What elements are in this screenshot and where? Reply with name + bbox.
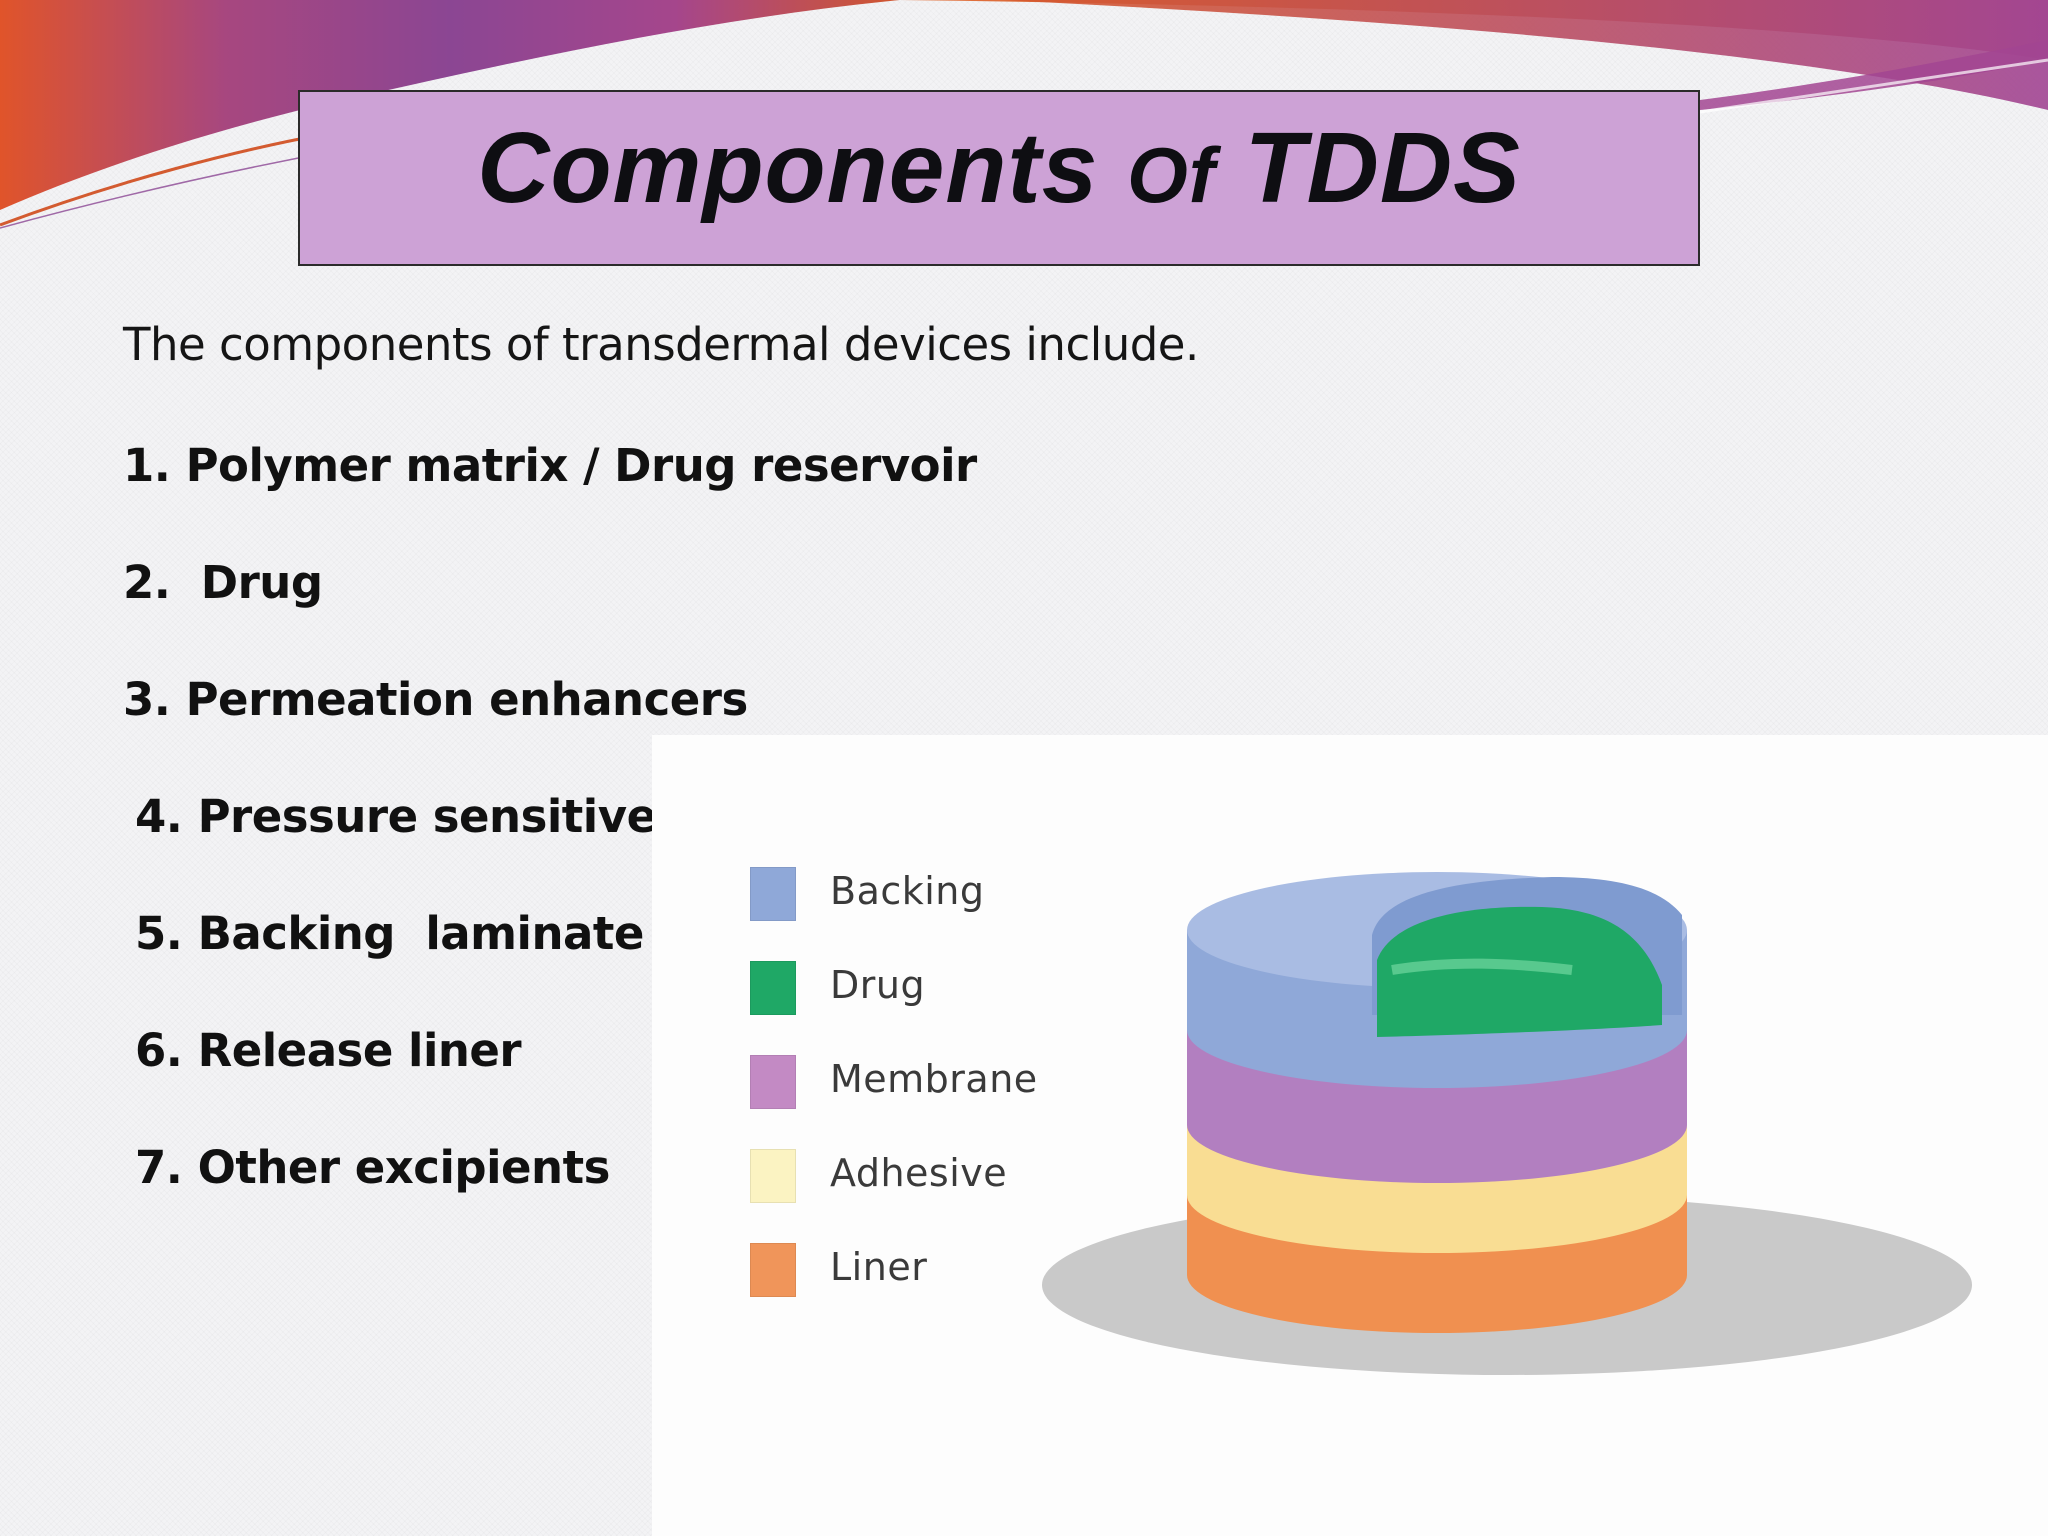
header-swoosh-decoration xyxy=(0,0,2048,229)
title-box: Components Of TDDS xyxy=(298,90,1700,266)
legend-swatch-adhesive xyxy=(750,1149,796,1203)
drug-highlight xyxy=(1391,958,1573,975)
list-item: 7. Other excipients xyxy=(135,1141,610,1194)
list-item: 1. Polymer matrix / Drug reservoir xyxy=(123,439,977,492)
legend-label: Liner xyxy=(830,1245,928,1289)
title-main: Components xyxy=(477,111,1128,224)
slide-title: Components Of TDDS xyxy=(477,111,1521,226)
legend-label: Membrane xyxy=(830,1057,1038,1101)
legend-label: Drug xyxy=(830,963,926,1007)
drug-wedge xyxy=(1377,906,1662,1037)
legend-swatch-liner xyxy=(750,1243,796,1297)
legend-swatch-backing xyxy=(750,867,796,921)
intro-text: The components of transdermal devices in… xyxy=(123,318,1199,371)
legend-label: Backing xyxy=(830,869,985,913)
title-of: Of xyxy=(1127,130,1216,219)
list-item: 3. Permeation enhancers xyxy=(123,673,748,726)
list-item: 2. Drug xyxy=(123,556,323,609)
list-item: 5. Backing laminate xyxy=(135,907,644,960)
legend-label: Adhesive xyxy=(830,1151,1008,1195)
legend-swatch-drug xyxy=(750,961,796,1015)
tdds-layers-figure: Backing Drug Membrane Adhesive Liner xyxy=(652,735,2048,1536)
legend-swatch-membrane xyxy=(750,1055,796,1109)
list-item: 6. Release liner xyxy=(135,1024,522,1077)
components-list: 1. Polymer matrix / Drug reservoir 2. Dr… xyxy=(123,436,977,1255)
patch-layer-diagram xyxy=(1042,872,1972,1375)
title-end: TDDS xyxy=(1215,111,1521,224)
